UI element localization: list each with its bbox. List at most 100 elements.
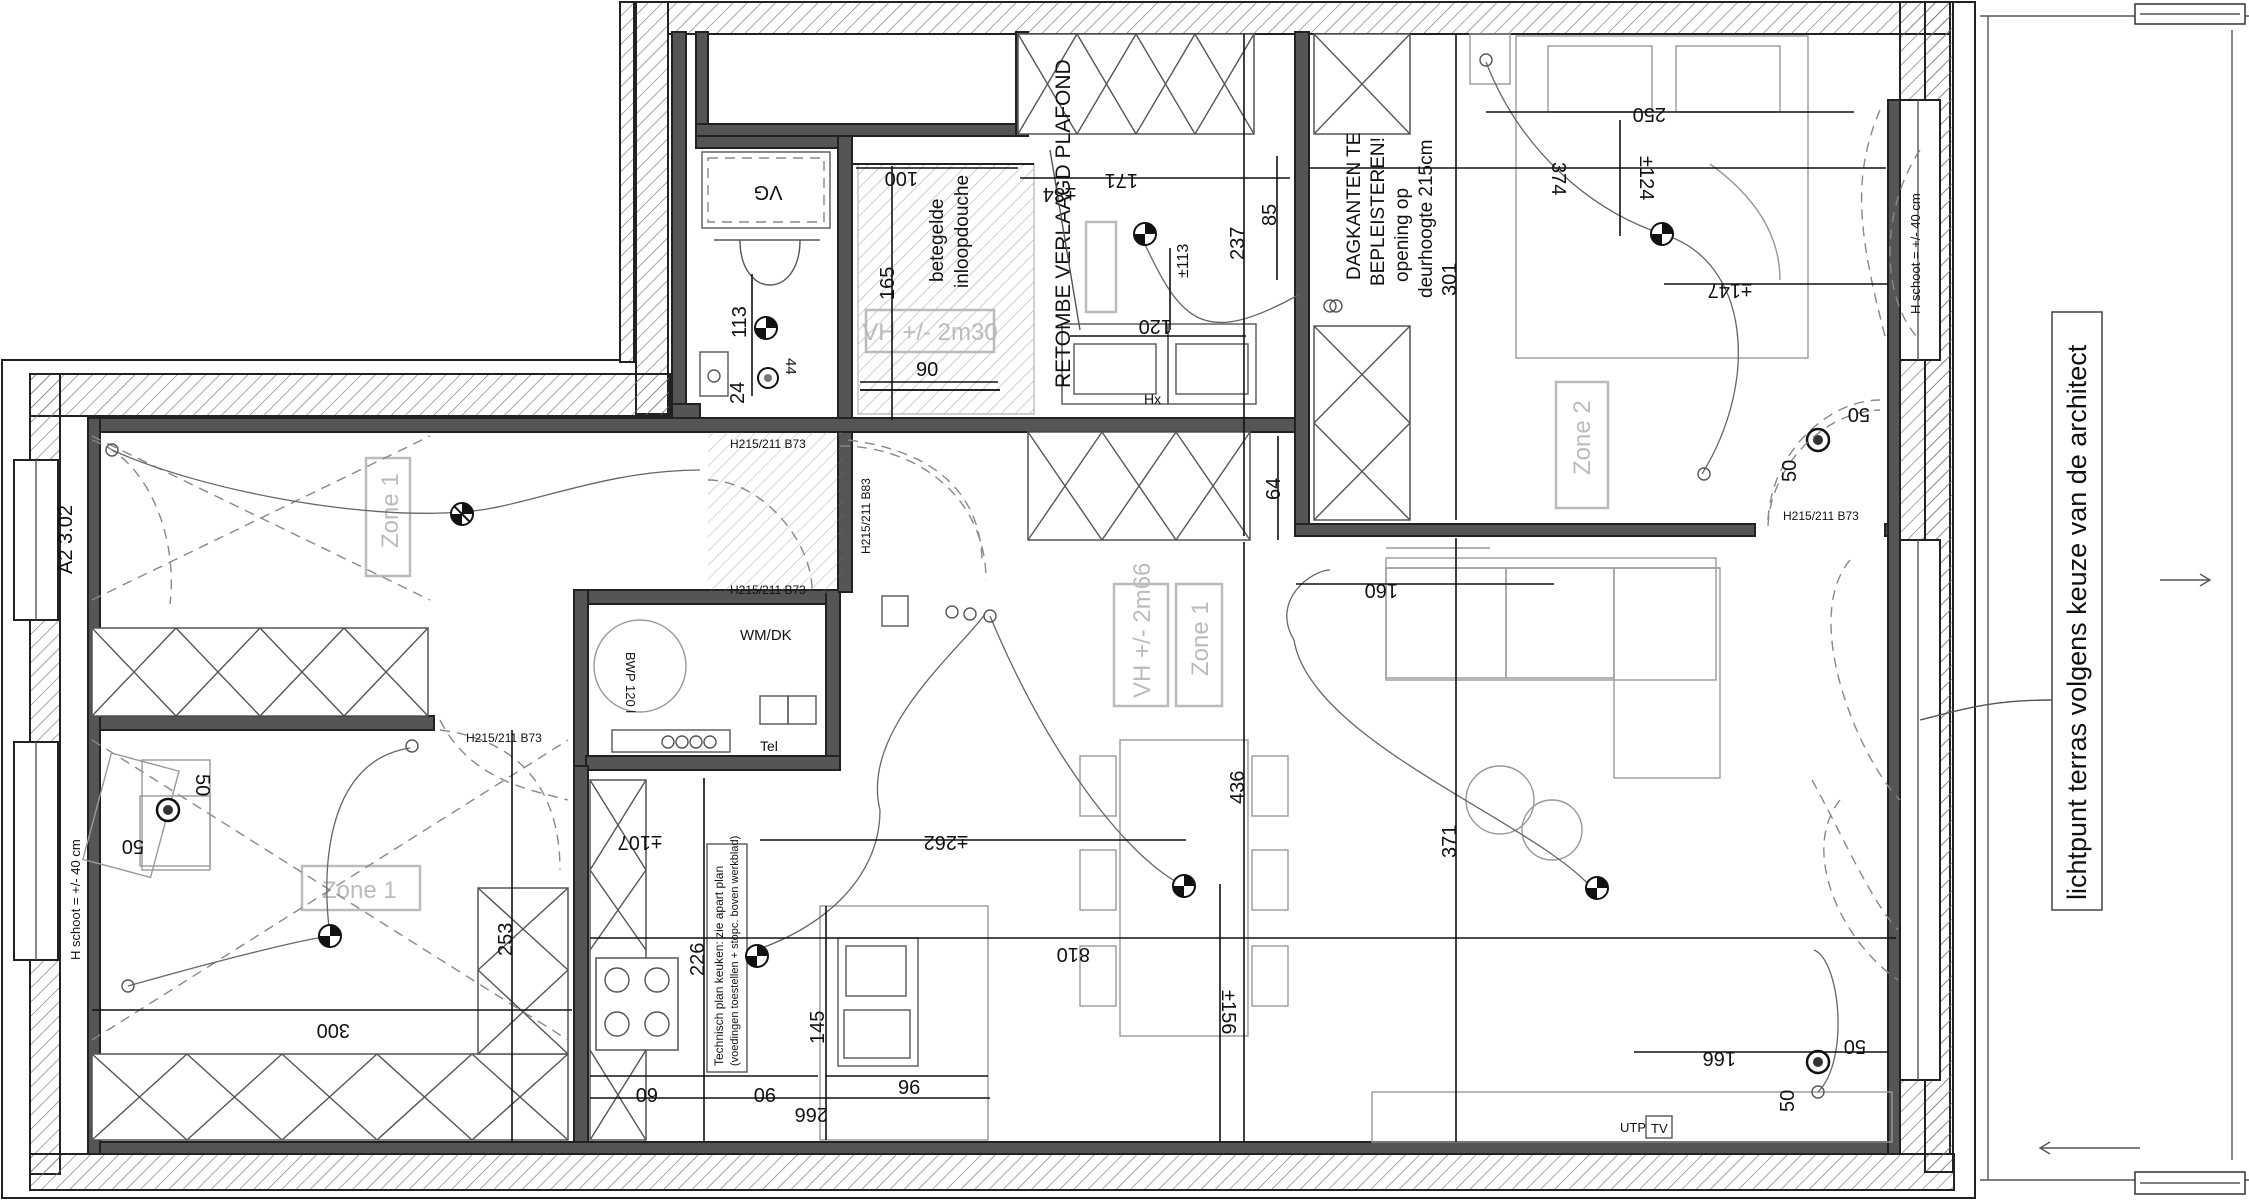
dim-50c: 50 (1844, 1035, 1866, 1057)
dim-250: 250 (1633, 103, 1666, 125)
dim-96: 96 (898, 1077, 920, 1099)
dim-64: 64 (1263, 478, 1285, 500)
zone-1-living: Zone 1 (1187, 601, 1214, 676)
dim-124: ±124 (1635, 156, 1657, 200)
door-height-note-1: opening op (1392, 188, 1413, 282)
door-label-1: H215/211 B73 (730, 437, 806, 451)
kitchen-tech-note-2: (voedingen toestellen + stopc. boven wer… (729, 836, 741, 1066)
wall-light-icon (155, 797, 181, 823)
dim-90b: 90 (754, 1083, 776, 1105)
zone-1-bedroom-3: Zone 1 (322, 877, 397, 904)
doors: H215/211 B73 H215/211 B73 H215/211 B73 H… (439, 409, 1881, 871)
dim-24: 24 (727, 382, 749, 404)
terrace-lighting-note: lichtpunt terras volgens keuze van de ar… (2062, 344, 2092, 900)
terrace: lichtpunt terras volgens keuze van de ar… (1919, 2, 2249, 1198)
dim-50f: 50 (122, 835, 144, 857)
ceiling-light-icon (745, 944, 769, 968)
ceiling-light-icon (1585, 876, 1609, 900)
switch-icon (105, 53, 1825, 1099)
apartment-id: A2 3.02 (55, 505, 77, 574)
dim-300: 300 (317, 1019, 350, 1041)
plafond-note: RETOMBE VERLAAGD PLAFOND (1052, 59, 1075, 388)
dim-165: 165 (877, 267, 899, 300)
door-label-4: H215/211 B73 (1783, 509, 1859, 523)
ceiling-light-icon (1650, 222, 1674, 246)
bathroom: VG betegelde inloopdouche VH +/- 2m30 (699, 151, 1257, 415)
bedroom-1: Zone 1 A2 3.02 (55, 435, 431, 605)
terrace-note-box (2051, 311, 2103, 911)
exterior-walls (1, 1, 1976, 1199)
dim-44: 44 (782, 358, 799, 375)
ceiling-height-2: VH +/- 2m66 (1129, 563, 1156, 698)
door-label-5: H215/211 B83 (859, 478, 873, 554)
ceiling-light-icon (1133, 222, 1157, 246)
dimensions: 100 171 ±84 237 85 301 250 ±124 374 ±147… (92, 34, 1896, 1142)
shower-note-2: inloopdouche (952, 175, 973, 288)
bedroom-3: Zone 1 (82, 719, 569, 1041)
dim-171: 171 (1105, 169, 1138, 191)
cupboards (91, 33, 1411, 1141)
door-label-3: H215/211 B73 (466, 731, 542, 745)
dagkanten-note-2: BEPLEISTEREN! (1368, 137, 1389, 286)
technical-room: BWP 120 l WM/DK Tel (593, 595, 909, 754)
dim-160: 160 (1365, 579, 1398, 601)
zone-2-label: Zone 2 (1569, 400, 1596, 475)
dim-810: 810 (1057, 943, 1090, 965)
bedroom-2: Zone 2 (1469, 33, 1921, 521)
ceiling-light-icon (1172, 874, 1196, 898)
shower-note-1: betegelde (927, 199, 948, 282)
ceiling-height-box-1 (864, 308, 996, 354)
dim-50e: 50 (191, 774, 213, 796)
dim-113: 113 (729, 306, 751, 338)
dagkanten-note-1: DAGKANTEN TE (1344, 133, 1365, 280)
dim-301: 301 (1439, 263, 1461, 296)
ceiling-light-icon (318, 924, 342, 948)
dim-50a: 50 (1848, 403, 1870, 425)
tv-label: TV (1651, 1121, 1668, 1136)
hall (707, 432, 983, 594)
hx-label: Hx (1144, 391, 1161, 407)
tel-label: Tel (760, 738, 778, 754)
interior-walls (87, 31, 1901, 1155)
door-label-2: H215/211 B73 (730, 583, 806, 597)
dim-113b: ±113 (1175, 244, 1192, 278)
dim-50d: 50 (1777, 1090, 1799, 1112)
dim-436: 436 (1227, 771, 1249, 804)
wall-light-icon (757, 367, 779, 389)
dim-60: 60 (636, 1083, 658, 1105)
schoot-note-left: H schoot = +/- 40 cm (68, 839, 83, 960)
dim-50b: 50 (1779, 460, 1801, 482)
ceiling-light-icon (450, 502, 474, 526)
dim-156: ±156 (1217, 990, 1239, 1034)
notes: RETOMBE VERLAAGD PLAFOND DAGKANTEN TE BE… (68, 59, 1923, 1139)
ceiling-height-1: VH +/- 2m30 (862, 319, 997, 346)
dim-90: 90 (916, 359, 938, 381)
schoot-note-right: H schoot = +/- 40 cm (1908, 193, 1923, 314)
dim-237: 237 (1227, 227, 1249, 260)
wall-light-icon (1805, 1049, 1831, 1075)
zone-1-bedroom-1: Zone 1 (377, 473, 404, 548)
dim-226: 226 (687, 943, 709, 976)
dim-374: 374 (1547, 162, 1569, 195)
dim-85: 85 (1259, 204, 1281, 226)
dim-147: ±147 (1708, 279, 1752, 301)
kitchen: Technisch plan keuken: zie apart plan (v… (706, 836, 989, 1141)
boiler-label: BWP 120 l (623, 652, 638, 713)
dim-145: 145 (807, 1011, 829, 1044)
door-height-note-2: deurhoogte 215cm (1416, 140, 1437, 298)
kitchen-tech-note: Technisch plan keuken: zie apart plan (712, 866, 726, 1066)
wm-dk-label: WM/DK (740, 627, 792, 644)
dim-166: 166 (1703, 1047, 1736, 1069)
dim-253: 253 (495, 923, 517, 956)
light-fixtures (105, 53, 1831, 1099)
dim-84: ±84 (1043, 183, 1076, 205)
dim-266: 266 (795, 1103, 828, 1125)
dim-107: ±107 (618, 831, 662, 853)
dim-262: ±262 (924, 831, 968, 853)
utp-label: UTP (1620, 1120, 1646, 1135)
ceiling-light-icon (754, 316, 778, 340)
toilet-label: VG (754, 181, 783, 203)
electrical-wiring (111, 61, 1839, 1093)
living-room: VH +/- 2m66 Zone 1 (1079, 547, 1901, 1143)
